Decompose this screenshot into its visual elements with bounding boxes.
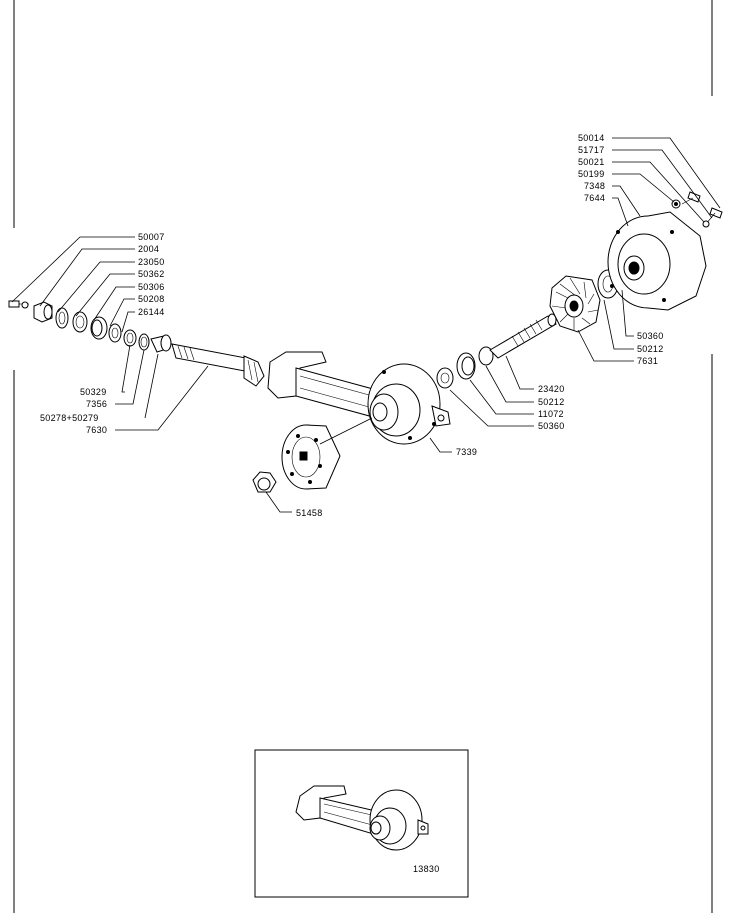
callout-7356: 7356 bbox=[86, 399, 107, 409]
gearbox-housing bbox=[267, 351, 451, 445]
part-50362 bbox=[72, 311, 88, 333]
callout-50360-a: 50360 bbox=[538, 421, 565, 431]
output-shaft-group bbox=[436, 191, 723, 389]
part-2004 bbox=[33, 301, 53, 323]
callout-11072: 11072 bbox=[538, 409, 564, 419]
callout-50199: 50199 bbox=[578, 169, 605, 179]
part-11072-bearing bbox=[456, 352, 476, 380]
part-50007 bbox=[8, 300, 29, 309]
leader-lines bbox=[11, 137, 721, 870]
callout-50362: 50362 bbox=[138, 269, 165, 279]
part-50360-seal bbox=[436, 367, 454, 389]
callout-50007: 50007 bbox=[138, 232, 165, 242]
input-shaft-group bbox=[8, 300, 265, 387]
callout-7630: 7630 bbox=[86, 425, 107, 435]
callout-51458: 51458 bbox=[296, 508, 323, 518]
callout-50360-b: 50360 bbox=[637, 331, 664, 341]
callout-23420: 23420 bbox=[538, 384, 565, 394]
callout-50208: 50208 bbox=[138, 294, 165, 304]
callout-7339: 7339 bbox=[456, 447, 477, 457]
callout-2004: 2004 bbox=[138, 244, 159, 254]
callout-7348: 7348 bbox=[584, 181, 605, 191]
part-50278-50279 bbox=[150, 334, 172, 353]
part-7630-pinion-shaft bbox=[171, 343, 265, 387]
callout-23050: 23050 bbox=[138, 257, 165, 267]
part-13830-assembly bbox=[295, 785, 429, 851]
part-23420-shaft bbox=[489, 313, 557, 359]
page-frame bbox=[13, 0, 713, 913]
callout-50212-a: 50212 bbox=[538, 397, 565, 407]
callout-7631: 7631 bbox=[637, 356, 658, 366]
part-50212-ring bbox=[478, 346, 494, 366]
callout-50014: 50014 bbox=[578, 133, 605, 143]
part-51458-nut bbox=[252, 471, 277, 493]
callout-50021: 50021 bbox=[578, 157, 605, 167]
part-23050 bbox=[55, 307, 69, 329]
callout-50278-50279: 50278+50279 bbox=[40, 413, 99, 423]
part-50208 bbox=[108, 323, 122, 343]
part-26144 bbox=[123, 329, 137, 347]
part-50014-bolt bbox=[702, 207, 723, 228]
flange-plate bbox=[281, 424, 341, 490]
callout-26144: 26144 bbox=[138, 307, 165, 317]
part-7356 bbox=[138, 333, 150, 351]
part-7348-cover bbox=[607, 211, 707, 311]
callout-13830: 13830 bbox=[413, 864, 440, 874]
callout-50329: 50329 bbox=[80, 387, 107, 397]
callout-7644: 7644 bbox=[584, 193, 605, 203]
part-7631-bevel-gear bbox=[549, 275, 601, 333]
part-50306 bbox=[90, 316, 108, 340]
inset-assembly-view: 13830 bbox=[254, 749, 469, 898]
callout-labels: 50007 2004 23050 50362 50306 50208 26144… bbox=[40, 133, 664, 518]
callout-51717: 51717 bbox=[578, 145, 605, 155]
callout-50306: 50306 bbox=[138, 282, 165, 292]
callout-50212-b: 50212 bbox=[637, 344, 664, 354]
part-50199-bolt bbox=[671, 191, 701, 209]
